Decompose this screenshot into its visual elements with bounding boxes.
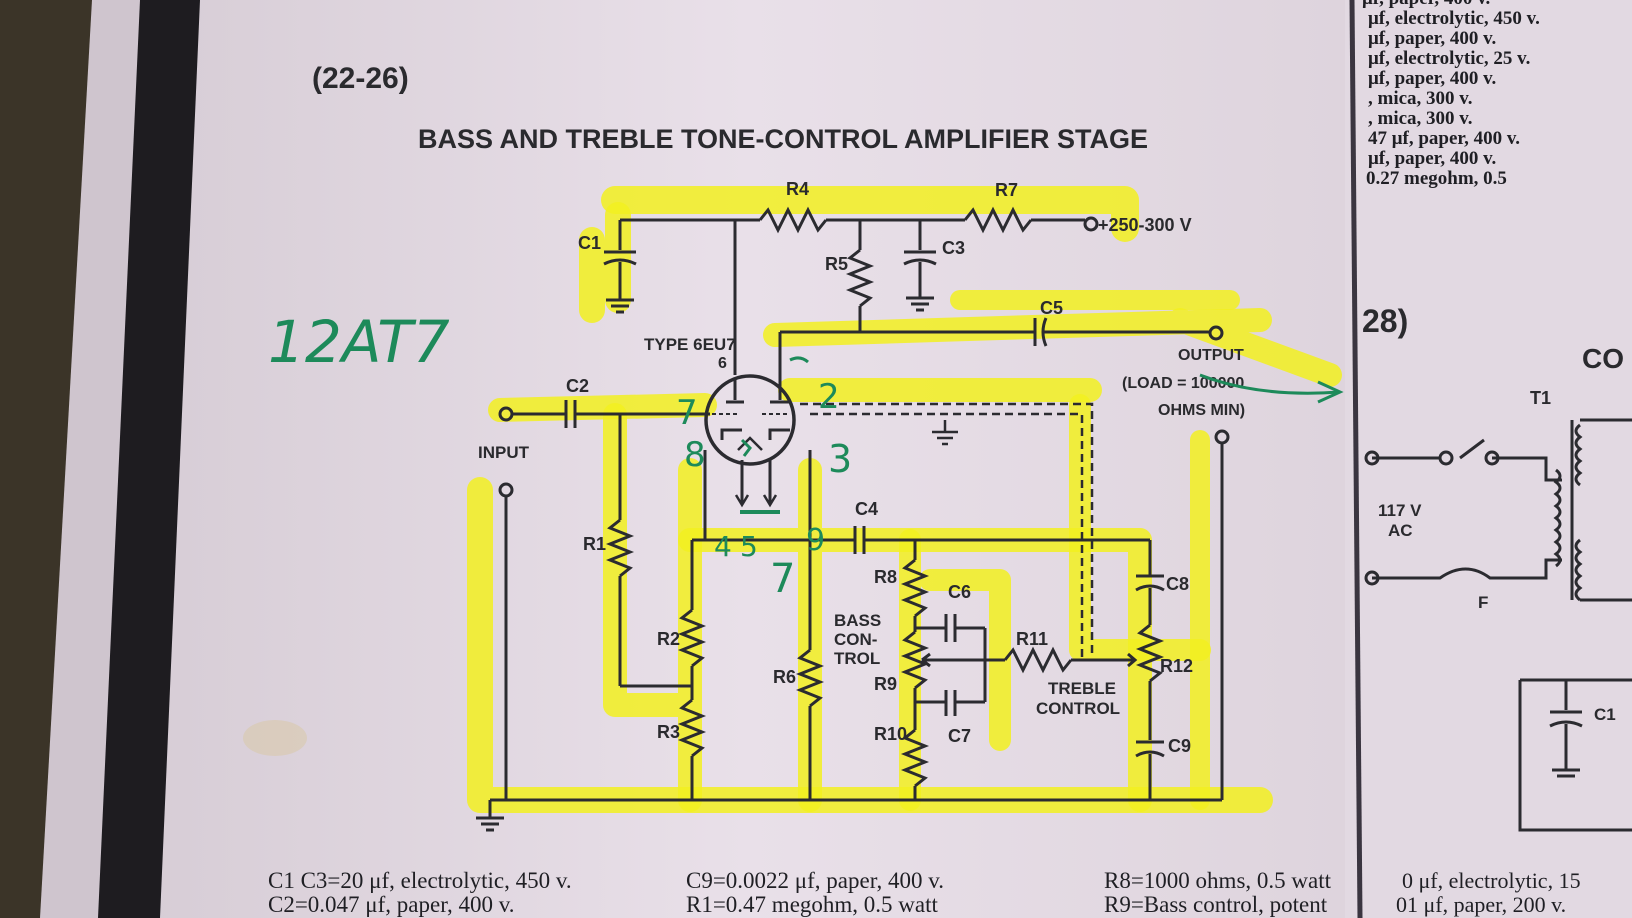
rp-part-5: , mica, 300 v.: [1368, 88, 1473, 109]
rp-part-6: , mica, 300 v.: [1368, 108, 1473, 129]
rp-part-8: μf, paper, 400 v.: [1368, 148, 1496, 169]
bass-line-3: TROL: [834, 649, 880, 668]
pin-note-4: 4: [714, 530, 732, 563]
label-c1: C1: [578, 233, 601, 253]
label-r2: R2: [657, 629, 680, 649]
label-c3: C3: [942, 238, 965, 258]
tube-pin-label: 6: [718, 355, 727, 372]
parts-row1-col1: C1 C3=20 μf, electrolytic, 450 v.: [268, 868, 572, 893]
output-terminal: [1208, 325, 1224, 341]
rp-fuse: F: [1478, 593, 1488, 612]
rp-section: 28): [1362, 303, 1408, 339]
label-r4: R4: [786, 179, 809, 199]
rp-part-9: 0.27 megohm, 0.5: [1366, 168, 1507, 189]
bass-line-2: CON-: [834, 630, 877, 649]
pin-note-3: 3: [828, 437, 852, 481]
label-r3: R3: [657, 722, 680, 742]
pen-arrow: [1199, 373, 1341, 395]
page-binding-stripe: [98, 0, 200, 918]
rp-ac-1: 117 V: [1378, 501, 1422, 520]
pen-annotations: 12AT7 7 2 8 3 4 5 9 7: [268, 308, 1344, 602]
pin-note-2: 2: [818, 377, 840, 417]
rp-part-4: μf, paper, 400 v.: [1368, 68, 1496, 89]
pin-note-7: 7: [676, 393, 698, 433]
pin-note-9: 9: [806, 523, 825, 558]
rp-bottom-1: 0 μf, electrolytic, 15: [1402, 868, 1581, 893]
treble-line-1: TREBLE: [1048, 679, 1116, 698]
pin-note-7b: 7: [770, 556, 795, 602]
label-r8: R8: [874, 567, 897, 587]
right-page: [1345, 0, 1632, 918]
label-r6: R6: [773, 667, 796, 687]
parts-list: C1 C3=20 μf, electrolytic, 450 v. C9=0.0…: [268, 868, 1332, 917]
supply-label: +250-300 V: [1098, 215, 1192, 235]
label-c4: C4: [855, 499, 878, 519]
paper-stain: [243, 720, 307, 756]
rp-part-3: μf, electrolytic, 25 v.: [1368, 48, 1530, 69]
right-page-content: μf, paper, 400 v. μf, electrolytic, 450 …: [1362, 0, 1632, 917]
label-c5: C5: [1040, 298, 1063, 318]
label-r11: R11: [1016, 629, 1048, 649]
supply-terminal: [1083, 216, 1099, 232]
page-title: BASS AND TREBLE TONE-CONTROL AMPLIFIER S…: [418, 124, 1148, 154]
parts-row2-col3: R9=Bass control, potent: [1104, 892, 1328, 917]
tube-type-label: TYPE 6EU7: [644, 335, 736, 354]
label-r10: R10: [874, 724, 907, 744]
rp-part-0: μf, paper, 400 v.: [1362, 0, 1490, 9]
bass-line-1: BASS: [834, 611, 881, 630]
label-c7: C7: [948, 726, 971, 746]
load-line-2: OHMS MIN): [1158, 402, 1245, 419]
label-r7: R7: [995, 180, 1018, 200]
label-c6: C6: [948, 582, 971, 602]
left-page: [150, 0, 1345, 918]
rp-ac-2: AC: [1388, 521, 1413, 540]
parts-row1-col3: R8=1000 ohms, 0.5 watt: [1104, 868, 1332, 893]
parts-row2-col1: C2=0.047 μf, paper, 400 v.: [268, 892, 514, 917]
output-label: OUTPUT: [1178, 347, 1244, 364]
page-number: (22-26): [312, 62, 409, 95]
label-c8: C8: [1166, 574, 1189, 594]
handwritten-tube-note: 12AT7: [268, 308, 450, 376]
rp-part-1: μf, electrolytic, 450 v.: [1368, 8, 1540, 29]
rp-t1: T1: [1530, 388, 1551, 408]
parts-row2-col2: R1=0.47 megohm, 0.5 watt: [686, 892, 939, 917]
label-r12: R12: [1160, 656, 1193, 676]
treble-line-2: CONTROL: [1036, 699, 1120, 718]
label-c2: C2: [566, 376, 589, 396]
rp-part-7: 47 μf, paper, 400 v.: [1368, 128, 1520, 149]
page-gutter: [1349, 0, 1363, 918]
label-c9: C9: [1168, 736, 1191, 756]
parts-row1-col2: C9=0.0022 μf, paper, 400 v.: [686, 868, 944, 893]
rp-part-2: μf, paper, 400 v.: [1368, 28, 1496, 49]
rp-c1: C1: [1594, 705, 1616, 724]
label-r9: R9: [874, 674, 897, 694]
rp-heading: CO: [1582, 343, 1624, 374]
circuit-wiring: [476, 206, 1230, 832]
schematic-labels: C1 R4 R7 +250-300 V R5 C3 C5 TYPE 6EU7 6…: [478, 179, 1245, 756]
pin-note-5: 5: [740, 530, 758, 563]
input-label: INPUT: [478, 443, 530, 462]
pin-note-8: 8: [684, 435, 706, 475]
label-r1: R1: [583, 534, 606, 554]
tube-envelope: [704, 374, 796, 466]
label-r5: R5: [825, 254, 848, 274]
rp-bottom-2: 01 μf, paper, 200 v.: [1396, 892, 1566, 917]
